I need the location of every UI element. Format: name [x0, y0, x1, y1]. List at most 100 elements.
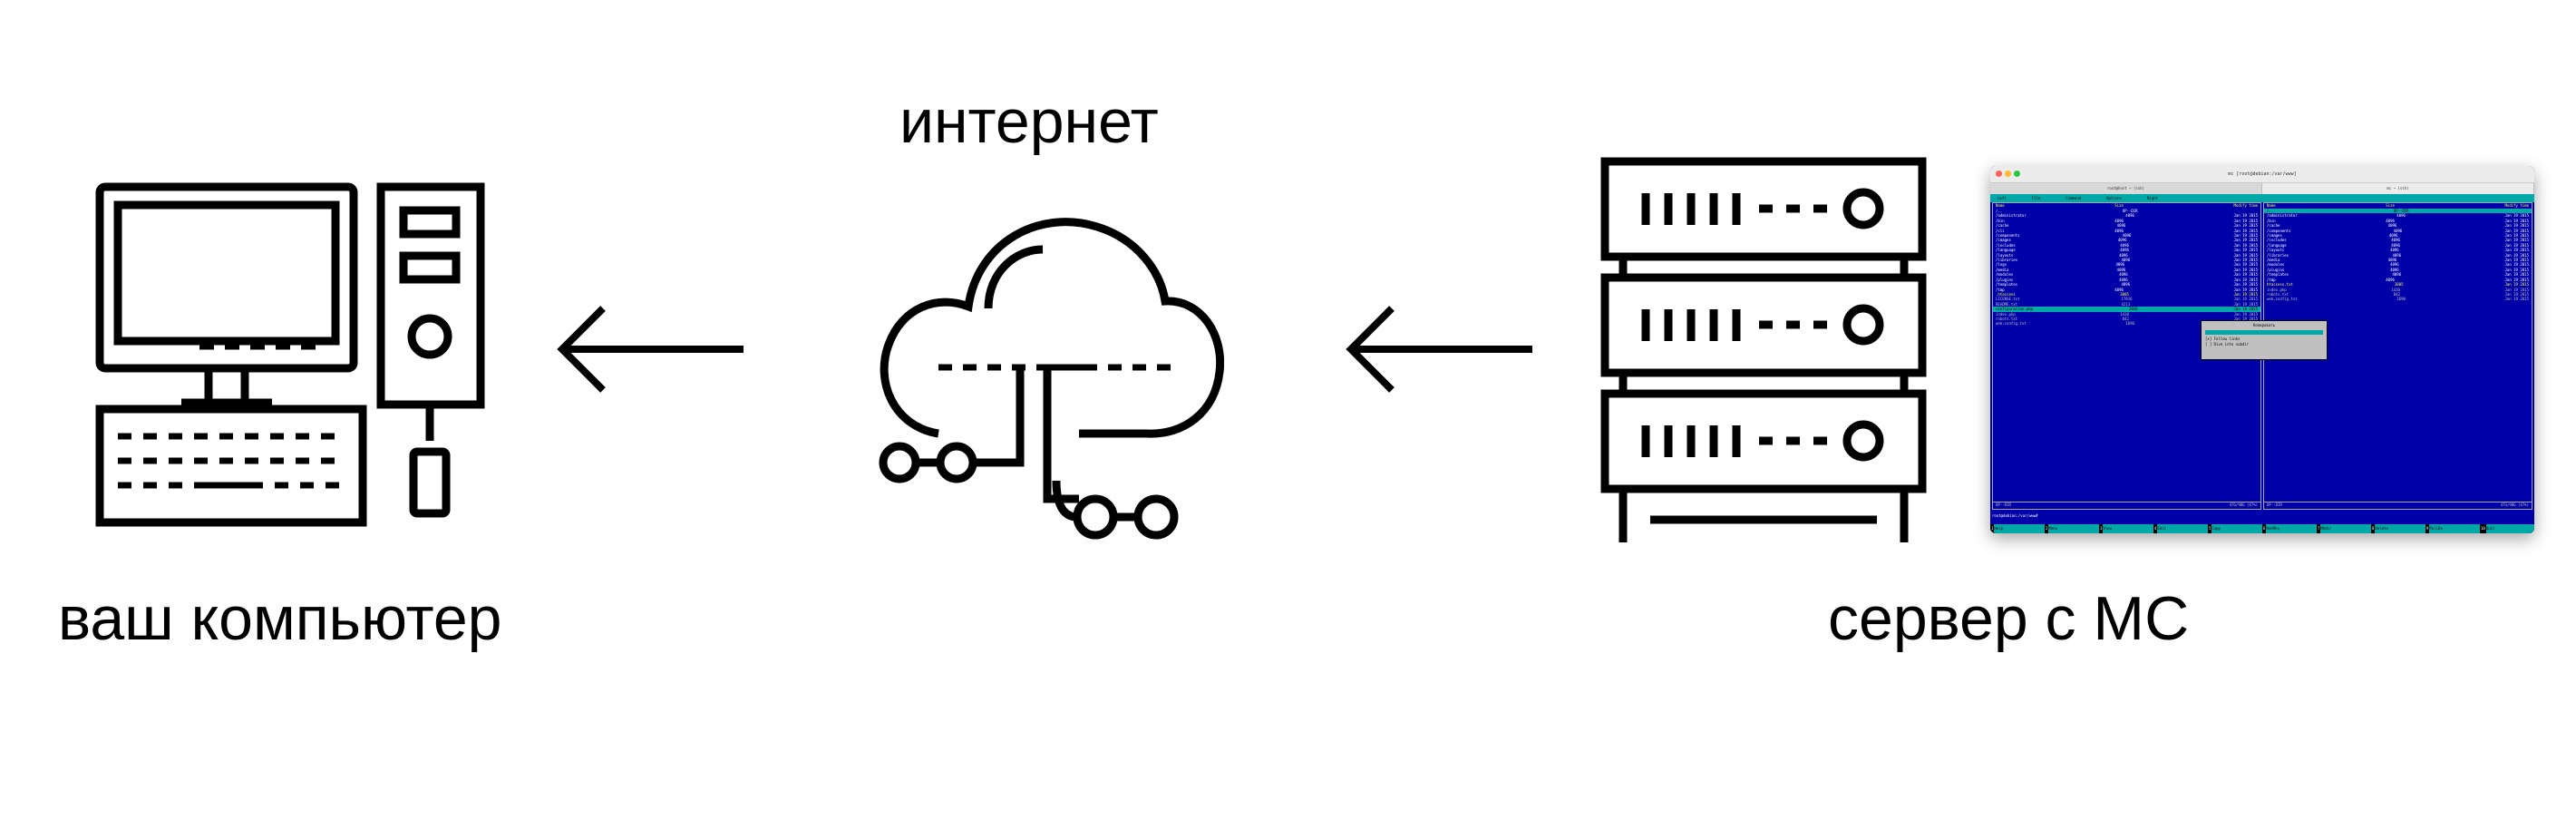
mc-fkey-num: 3 — [2100, 526, 2103, 531]
mc-file-size: 4096 — [2115, 262, 2125, 268]
mc-col-size: Size — [2386, 203, 2395, 208]
mc-file-size: 4096 — [2391, 242, 2400, 248]
mc-col-name: Name — [1996, 203, 2005, 208]
mc-menu-item[interactable]: Right — [2147, 196, 2159, 200]
minimize-window-icon[interactable] — [2005, 171, 2011, 177]
mc-dialog-input[interactable] — [2205, 330, 2323, 335]
mc-file-size: 2036 — [2128, 307, 2138, 312]
close-window-icon[interactable] — [1996, 171, 2002, 177]
mc-file-time: Jan 19 2015 — [2233, 262, 2259, 268]
mc-file-time: Jan 19 2015 — [2233, 301, 2258, 307]
mc-file-name: /modules — [2267, 262, 2285, 268]
mc-file-name: htaccess.txt — [2267, 282, 2293, 288]
mc-copy-dialog[interactable]: Копировать [x] Follow links [ ] Dive int… — [2201, 320, 2328, 360]
mc-file-size: 4096 — [2121, 258, 2131, 263]
mc-file-time: Jan 19 2015 — [2233, 277, 2259, 282]
mc-tab[interactable]: mc ~ (ssh) — [2262, 183, 2534, 194]
server-label: сервер с MC — [1828, 584, 2190, 653]
mc-file-size: 4096 — [2390, 267, 2399, 272]
mc-dialog-option[interactable]: [x] Follow links — [2205, 337, 2241, 341]
mc-menu-item[interactable]: Options — [2106, 196, 2122, 200]
mc-file-size: 4096 — [2120, 248, 2129, 253]
mc-file-name: .htaccess — [1996, 291, 2016, 297]
mc-file-size: UP--DIR — [2122, 209, 2138, 213]
mc-file-name: index.php — [2267, 287, 2287, 292]
mc-file-name: /modules — [1996, 272, 2014, 278]
zoom-window-icon[interactable] — [2014, 171, 2020, 177]
mc-file-time: Jan 19 2015 — [2233, 223, 2259, 229]
mc-fkey-label: View — [2103, 524, 2153, 533]
mc-file-time: Jan 19 2015 — [2504, 242, 2529, 248]
mc-dialog-option[interactable]: [ ] Dive into subdir — [2205, 342, 2250, 346]
mc-file-row[interactable]: /..UP--DIR — [2264, 209, 2532, 214]
mc-file-size: 17816 — [2121, 297, 2133, 302]
mc-file-name: /media — [2267, 258, 2280, 263]
mc-file-size: 4096 — [2391, 238, 2400, 243]
mc-menu-item[interactable]: Left — [1998, 196, 2007, 200]
mc-menu-item[interactable]: File — [2031, 196, 2041, 200]
mc-file-name: /plugins — [2267, 267, 2285, 272]
mc-file-name: /templates — [1996, 282, 2018, 288]
mc-file-time: Jan 19 2015 — [2504, 291, 2529, 297]
mc-command-line[interactable]: root@debian:/var/www# — [1992, 513, 2038, 518]
mc-tab[interactable]: root@host ~ (ssh) — [1990, 183, 2262, 194]
mc-file-size: 1690 — [2125, 321, 2134, 327]
mc-left-panel[interactable]: Name Size Modify time /..UP--DIR/adminis… — [1992, 202, 2261, 510]
mc-menu-item[interactable]: Command — [2066, 196, 2082, 200]
mc-file-size: 1420 — [2391, 287, 2400, 292]
mc-file-row[interactable]: /..UP--DIR — [1993, 209, 2260, 213]
mc-panel-header: Name Size Modify time — [2264, 203, 2532, 209]
mc-file-time: Jan 19 2015 — [2233, 248, 2258, 253]
